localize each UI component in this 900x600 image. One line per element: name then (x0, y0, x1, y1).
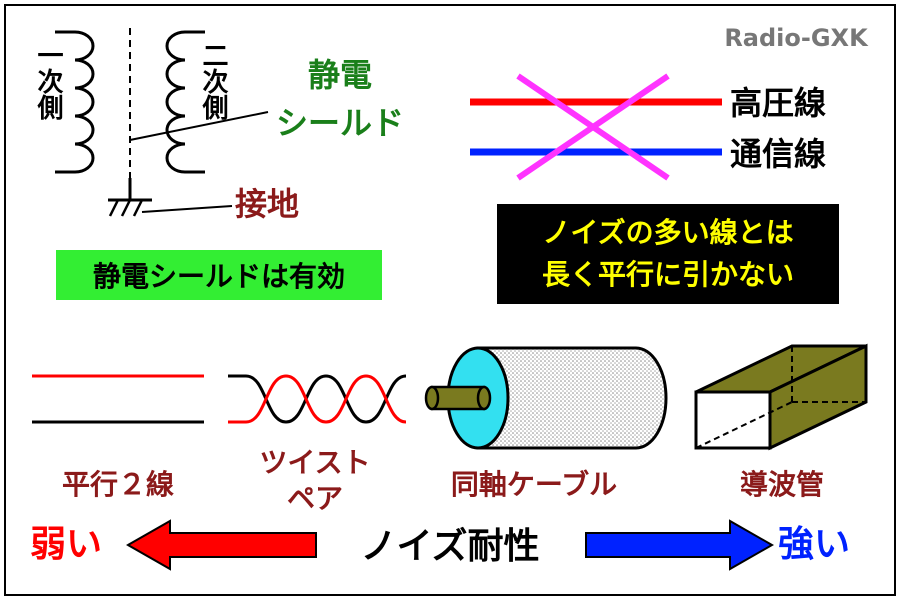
watermark-text: Radio-GXK (724, 24, 869, 52)
ground-label: 接地 (235, 185, 299, 223)
primary-side-label: 一次側 (33, 42, 64, 121)
coax-label: 同軸ケーブル (451, 468, 617, 501)
strong-arrow (585, 519, 775, 571)
primary-coil (55, 30, 95, 174)
strong-label: 強い (778, 524, 850, 565)
shield-note-box (56, 250, 382, 300)
parallel-pair-icon (32, 374, 204, 424)
cross-mark-b (516, 73, 670, 181)
twisted-pair-icon (228, 374, 407, 424)
shield-label-1: 静電 (308, 56, 372, 94)
crossed-lines-diagram (470, 73, 722, 181)
high-voltage-label: 高圧線 (730, 84, 826, 122)
waveguide-icon (694, 343, 868, 451)
scale-title: ノイズ耐性 (361, 525, 540, 567)
secondary-side-label: 二次側 (198, 42, 229, 121)
weak-arrow (125, 519, 317, 571)
comm-label: 通信線 (730, 135, 826, 173)
weak-label: 弱い (30, 524, 102, 565)
twisted-label-2: ペア (287, 482, 343, 515)
secondary-coil (165, 30, 205, 174)
parallel-label: 平行２線 (62, 468, 174, 501)
warning-line-1: ノイズの多い線とは (542, 216, 793, 249)
shield-note-text: 静電シールドは有効 (93, 260, 345, 293)
shield-label-2: シールド (276, 104, 404, 142)
transformer-symbol (55, 28, 269, 217)
warning-box (497, 204, 839, 304)
warning-line-2: 長く平行に引かない (542, 258, 794, 291)
coax-cable-icon (424, 346, 668, 450)
twisted-label-1: ツイスト (259, 446, 370, 479)
waveguide-label: 導波管 (740, 468, 824, 501)
